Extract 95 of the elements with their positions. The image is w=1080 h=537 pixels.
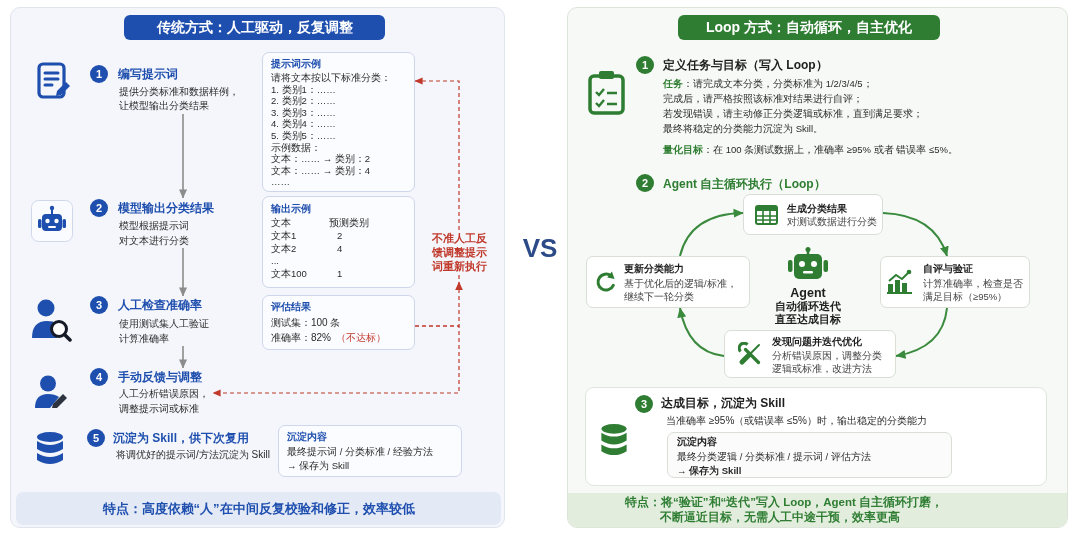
column-header: 文本 (271, 217, 291, 230)
table-text: 文本1 (271, 229, 297, 243)
card-text: 1. 类别1：…… (271, 83, 337, 96)
feedback-arrow (212, 325, 460, 397)
table-text: 4 (337, 242, 343, 256)
arrow (178, 113, 188, 199)
card-text: 2. 类别2：…… (271, 95, 337, 107)
stage-description: 基于优化后的逻辑/标准，继续下一轮分类 (624, 277, 738, 303)
info-card (278, 425, 462, 477)
step-title: 定义任务与目标（写入 Loop） (663, 57, 828, 73)
number-badge: 4 (90, 368, 108, 386)
agent-label: Agent (790, 285, 826, 301)
info-card (262, 295, 415, 350)
card-text: 请将文本按以下标准分类： (271, 72, 392, 84)
cycle-arrow (895, 307, 948, 359)
step-description: 模型根据提示词对文本进行分类 (119, 219, 190, 248)
stage-title: 自评与验证 (923, 261, 973, 275)
status-text: （不达标） (336, 331, 386, 345)
summary-banner: 特点：将“验证”和“迭代”写入 Loop，Agent 自主循环打磨，不断逼近目标，无需人工中途干预，效率更高 (568, 493, 1067, 527)
number-badge: 3 (635, 395, 653, 413)
stage-card (586, 256, 750, 308)
card-heading: 评估结果 (271, 300, 312, 313)
number-badge: 1 (636, 56, 654, 74)
title-banner: 传统方式：人工驱动，反复调整 (124, 15, 385, 40)
step-description: 人工分析错误原因，调整提示词或标准 (119, 386, 210, 416)
card-text: → 保存为 Skill (287, 459, 351, 473)
arrow (178, 247, 188, 297)
card-text: 测试集：100 条 (271, 316, 341, 330)
step-title: 编写提示词 (118, 66, 178, 82)
card-text: 文本：…… → 类别：4 (271, 164, 372, 177)
table-text: 文本100 (271, 268, 307, 281)
card-heading: 提示词示例 (271, 57, 322, 70)
number-badge: 3 (90, 296, 108, 314)
info-card (262, 196, 415, 288)
card-heading: 输出示例 (271, 202, 312, 215)
step-description: 使用测试集人工验证计算准确率 (119, 316, 210, 346)
card-text: 3. 类别3：…… (271, 106, 337, 119)
cycle-arrow (679, 209, 744, 257)
info-card (262, 52, 415, 192)
agent-caption: 自动循环迭代直至达成目标 (774, 299, 842, 326)
step-title: Agent 自主循环执行（Loop） (663, 175, 826, 192)
stage-card (880, 256, 1030, 308)
info-card (667, 432, 952, 478)
card-heading: 沉淀内容 (287, 430, 328, 443)
card-text: 最终提示词 / 分类标准 / 经验方法 (287, 445, 434, 459)
arrow (178, 345, 188, 369)
stage-description: 分析错误原因，调整分类逻辑或标准，改进方法 (772, 349, 883, 375)
stage-title: 更新分类能力 (624, 261, 684, 275)
step-title: 手动反馈与调整 (118, 369, 202, 385)
stage-description: 计算准确率，检查是否满足目标（≥95%） (923, 277, 1023, 303)
number-badge: 2 (636, 174, 654, 192)
number-badge: 2 (90, 199, 108, 217)
step-description: 任务：请完成文本分类，分类标准为 1/2/3/4/5； (663, 76, 873, 91)
card-text: …… (271, 176, 291, 188)
number-badge: 1 (90, 65, 108, 83)
step-description: 若发现错误，请主动修正分类逻辑或标准，直到满足要求； (663, 106, 923, 121)
panel-background (567, 7, 1068, 528)
cycle-arrow (882, 212, 949, 257)
step-description: 当准确率 ≥95%（或错误率 ≤5%）时，输出稳定的分类能力 (666, 414, 927, 428)
card-text: → 保存为 Skill (677, 463, 743, 477)
stage-title: 生成分类结果 (787, 201, 847, 215)
step-description: 提供分类标准和数据样例，让模型输出分类结果 (119, 85, 240, 113)
stage-title: 发现问题并迭代优化 (772, 334, 862, 348)
card-heading: 沉淀内容 (677, 435, 718, 448)
stage-card (743, 194, 883, 235)
stage-card (724, 330, 896, 378)
summary-banner: 特点：高度依赖“人”在中间反复校验和修正，效率较低 (16, 492, 501, 525)
step-description: 最终将稳定的分类能力沉淀为 Skill。 (663, 121, 824, 136)
table-text: 2 (337, 229, 343, 243)
card-text: 示例数据： (271, 141, 322, 154)
table-text: ... (271, 255, 279, 269)
step-description: 将调优好的提示词/方法沉淀为 Skill (116, 448, 270, 462)
step-title: 达成目标，沉淀为 Skill (661, 395, 785, 411)
vs-label: VS (522, 233, 558, 263)
cycle-arrow (677, 307, 725, 357)
stage-description: 对测试数据进行分类 (787, 216, 877, 228)
feedback-arrow (414, 77, 463, 327)
card-text: 最终分类逻辑 / 分类标准 / 提示词 / 评估方法 (677, 450, 872, 464)
column-header: 预测类别 (329, 217, 369, 230)
card-text: 文本：…… → 类别：2 (271, 153, 372, 165)
card-text: 5. 类别5：…… (271, 129, 337, 142)
step-description: 完成后，请严格按照该标准对结果进行自评； (663, 91, 863, 106)
step-title: 模型输出分类结果 (118, 200, 214, 216)
section-card (585, 387, 1047, 486)
step-description: 量化目标：在 100 条测试数据上，准确率 ≥95% 或者 错误率 ≤5%。 (663, 142, 958, 157)
card-text: 4. 类别4：…… (271, 118, 337, 130)
step-title: 沉淀为 Skill，供下次复用 (113, 430, 249, 446)
edge-label: 不准人工反馈调整提示词重新执行 (430, 231, 488, 273)
title-banner: Loop 方式：自动循环，自主优化 (678, 15, 940, 40)
card-text: 准确率：82% (271, 331, 331, 345)
number-badge: 5 (87, 429, 105, 447)
step-title: 人工检查准确率 (118, 297, 202, 313)
table-text: 文本2 (271, 242, 297, 256)
panel-background (10, 7, 505, 528)
table-text: 1 (337, 268, 343, 281)
